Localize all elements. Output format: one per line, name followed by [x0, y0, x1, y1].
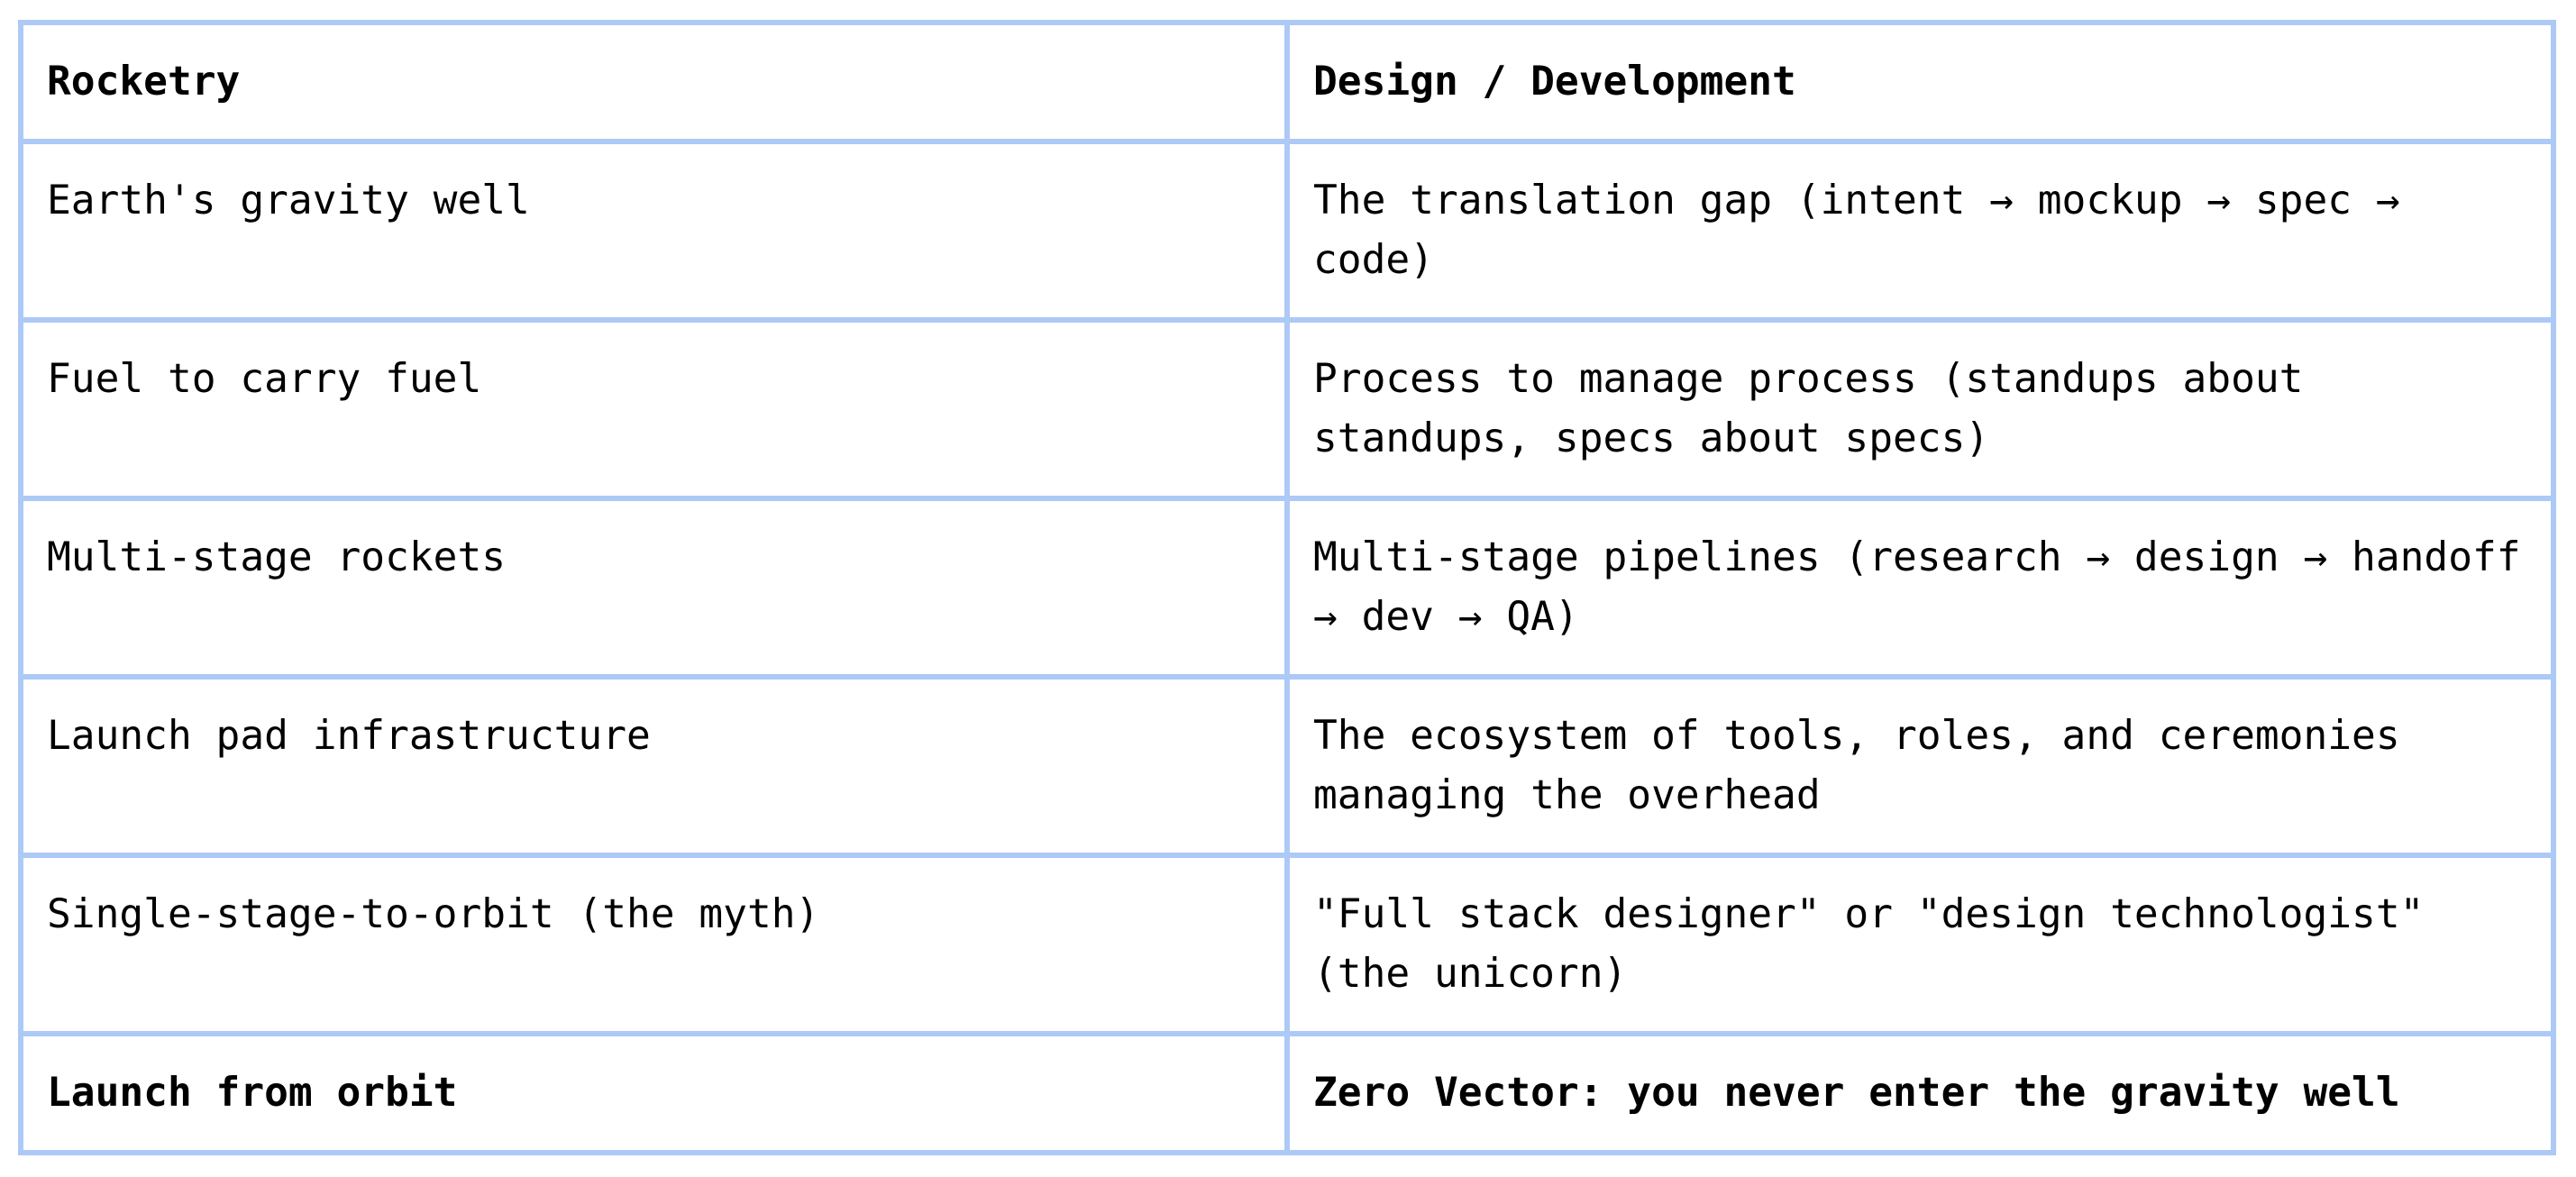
rocketry-cell: Single-stage-to-orbit (the myth)	[18, 853, 1290, 1036]
design-development-cell: Process to manage process (standups abou…	[1284, 317, 2556, 501]
table-row: Single-stage-to-orbit (the myth) "Full s…	[18, 853, 2556, 1036]
table-row: Fuel to carry fuel Process to manage pro…	[18, 317, 2556, 501]
table-row-conclusion: Launch from orbit Zero Vector: you never…	[18, 1031, 2556, 1155]
rocketry-cell: Launch pad infrastructure	[18, 674, 1290, 858]
table-header-row: Rocketry Design / Development	[18, 20, 2556, 144]
table-row: Multi-stage rockets Multi-stage pipeline…	[18, 496, 2556, 680]
header-cell-design-development: Design / Development	[1284, 20, 2556, 144]
table-row: Earth's gravity well The translation gap…	[18, 139, 2556, 323]
header-cell-rocketry: Rocketry	[18, 20, 1290, 144]
design-development-cell: The translation gap (intent → mockup → s…	[1284, 139, 2556, 323]
table-row: Launch pad infrastructure The ecosystem …	[18, 674, 2556, 858]
rocketry-cell: Launch from orbit	[18, 1031, 1290, 1155]
design-development-cell: "Full stack designer" or "design technol…	[1284, 853, 2556, 1036]
rocketry-cell: Earth's gravity well	[18, 139, 1290, 323]
comparison-table: Rocketry Design / Development Earth's gr…	[18, 20, 2556, 1155]
design-development-cell: Zero Vector: you never enter the gravity…	[1284, 1031, 2556, 1155]
design-development-cell: Multi-stage pipelines (research → design…	[1284, 496, 2556, 680]
rocketry-cell: Multi-stage rockets	[18, 496, 1290, 680]
rocketry-cell: Fuel to carry fuel	[18, 317, 1290, 501]
design-development-cell: The ecosystem of tools, roles, and cerem…	[1284, 674, 2556, 858]
